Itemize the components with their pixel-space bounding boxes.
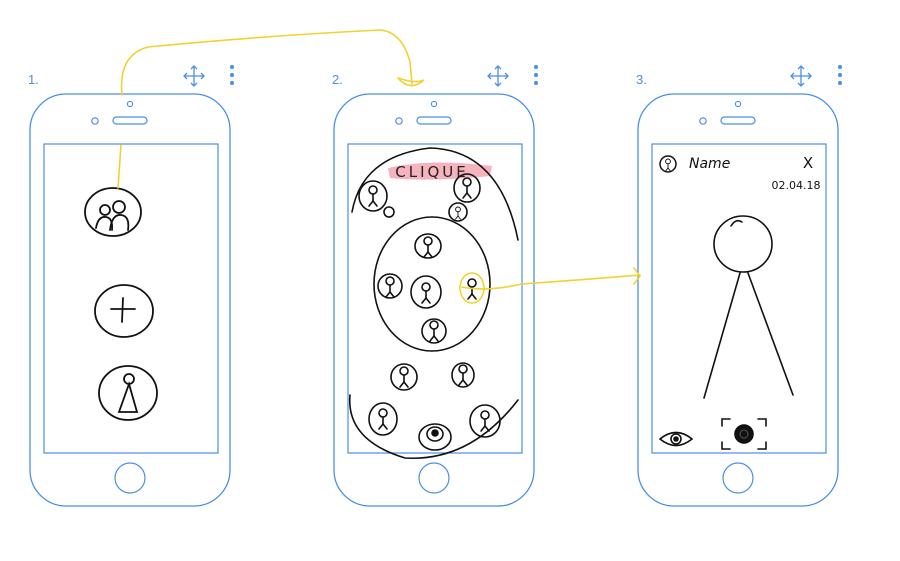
target-node[interactable] [418, 423, 452, 451]
person-node[interactable] [358, 180, 395, 218]
close-icon[interactable]: X [803, 154, 813, 172]
camera-capture-icon[interactable] [721, 418, 767, 450]
person-node[interactable] [448, 202, 468, 222]
frame-number-2: 2. [332, 72, 343, 87]
eye-icon[interactable] [658, 431, 694, 447]
flow-connector-2-to-3 [461, 267, 641, 290]
clique-label: CLIQUE [395, 163, 469, 181]
person-node-selected[interactable] [459, 272, 485, 304]
flow-connector-1-to-2 [117, 29, 425, 189]
move-icon[interactable] [487, 65, 509, 87]
person-node[interactable] [469, 404, 501, 438]
inner-circle [373, 216, 491, 352]
phone-frame-2 [333, 93, 535, 507]
person-node[interactable] [451, 362, 475, 388]
person-node[interactable] [421, 318, 447, 344]
group-icon[interactable] [84, 187, 142, 237]
move-icon[interactable] [183, 65, 205, 87]
person-node[interactable] [377, 273, 403, 299]
more-vertical-icon[interactable] [838, 65, 842, 85]
person-node-center[interactable] [410, 275, 442, 309]
outer-circle-arcs [349, 147, 519, 460]
more-vertical-icon[interactable] [230, 65, 234, 85]
person-node[interactable] [390, 363, 418, 391]
person-figure [703, 215, 794, 399]
frame-number-1: 1. [28, 72, 39, 87]
plus-icon[interactable] [94, 284, 154, 338]
avatar [659, 155, 677, 173]
clique-highlight [388, 162, 492, 180]
move-icon[interactable] [790, 65, 812, 87]
profile-name: Name [689, 156, 730, 172]
person-icon[interactable] [98, 365, 158, 421]
phone-frame-1 [29, 93, 231, 507]
date-label: 02.04.18 [772, 179, 821, 192]
frame-number-3: 3. [636, 72, 647, 87]
person-node[interactable] [368, 402, 398, 436]
person-node[interactable] [453, 173, 481, 203]
more-vertical-icon[interactable] [534, 65, 538, 85]
person-node[interactable] [414, 233, 442, 259]
